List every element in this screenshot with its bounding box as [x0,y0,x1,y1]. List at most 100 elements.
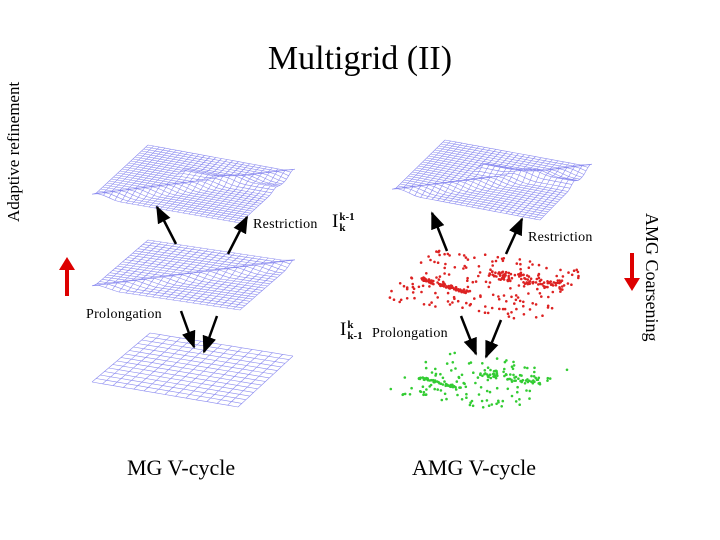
amg-point [471,404,475,408]
amg-point [457,375,461,379]
amg-point [485,373,489,376]
mesh-wireframe [91,332,294,408]
amg-point [520,374,523,377]
amg-point [567,271,570,274]
amg-point [531,281,534,284]
amg-point [510,394,514,398]
amg-point [458,288,462,291]
amg-point [490,403,494,406]
amg-point [446,252,450,256]
amg-point [453,266,457,269]
amg-point [536,287,539,291]
amg-point [493,375,497,379]
amg-point [526,378,529,381]
amg-point [513,379,516,383]
amg-point [465,289,469,292]
mg-fine-mesh-top [91,144,296,224]
amg-point [528,308,532,311]
amg-point [537,263,541,267]
amg-point [477,309,481,313]
amg-point [496,255,500,259]
amg-point [504,373,508,376]
amg-point [462,288,466,291]
amg-point [533,366,536,370]
amg-point [554,283,558,287]
amg-prolongation-arrow-right [484,319,503,359]
slide-title: Multigrid (II) [267,40,453,77]
amg-point [448,303,452,306]
amg-point [424,366,428,370]
amg-point [497,401,500,404]
amg-point [525,274,529,277]
amg-point [480,399,484,403]
amg-prolongation-arrow-left [459,315,478,356]
amg-point [522,304,525,308]
amg-point [428,379,432,382]
prolongation-label-left: Prolongation [86,307,162,322]
amg-restriction-arrow-left [430,211,449,252]
amg-point [543,286,546,290]
amg-point [471,280,475,284]
amg-point [446,300,450,303]
amg-point [489,268,492,272]
amg-point [455,380,459,383]
amg-point [488,373,492,377]
amg-point [518,299,522,303]
amg-point [529,277,533,281]
amg-point [510,276,514,280]
amg-point [491,264,495,267]
amg-point [506,377,510,381]
amg-point [477,265,481,268]
amg-point [491,293,495,297]
amg-point [502,278,506,281]
amg-point [418,377,422,381]
amg-point [488,390,492,394]
amg-point [534,281,538,284]
amg-point [454,286,458,289]
amg-point [509,287,512,290]
amg-point [534,376,537,380]
amg-point [427,255,430,258]
amg-point [477,274,480,278]
amg-point [462,381,466,385]
amg-point [461,306,464,310]
amg-point [453,351,457,355]
amg-point [464,291,468,295]
amg-point [487,274,491,277]
mg-mesh-middle [91,239,296,311]
amg-point [454,289,458,292]
amg-point [445,397,448,401]
amg-point [419,261,423,264]
amg-point [546,376,550,380]
amg-point [501,270,505,274]
amg-point [460,398,464,401]
amg-point [433,387,437,391]
amg-point [422,377,426,380]
amg-point [451,301,454,304]
amg-point [440,398,444,402]
amg-point [458,386,461,389]
amg-point [422,393,425,397]
mesh-wireframe [91,239,296,311]
amg-point [398,282,402,285]
amg-point [410,276,413,280]
amg-point [517,273,520,276]
amg-point [464,385,468,389]
amg-point [501,399,505,403]
amg-point [479,294,482,297]
amg-point [411,291,415,294]
amg-point [513,376,516,379]
amg-point [466,285,470,289]
amg-point [413,296,416,300]
amg-point [542,281,546,284]
amg-point [454,367,457,370]
amg-point [530,380,533,384]
amg-point [507,315,511,318]
amg-point [428,285,431,288]
amg-point [559,268,562,272]
amg-point [509,373,512,376]
amg-point [530,374,533,378]
amg-point [436,261,440,265]
